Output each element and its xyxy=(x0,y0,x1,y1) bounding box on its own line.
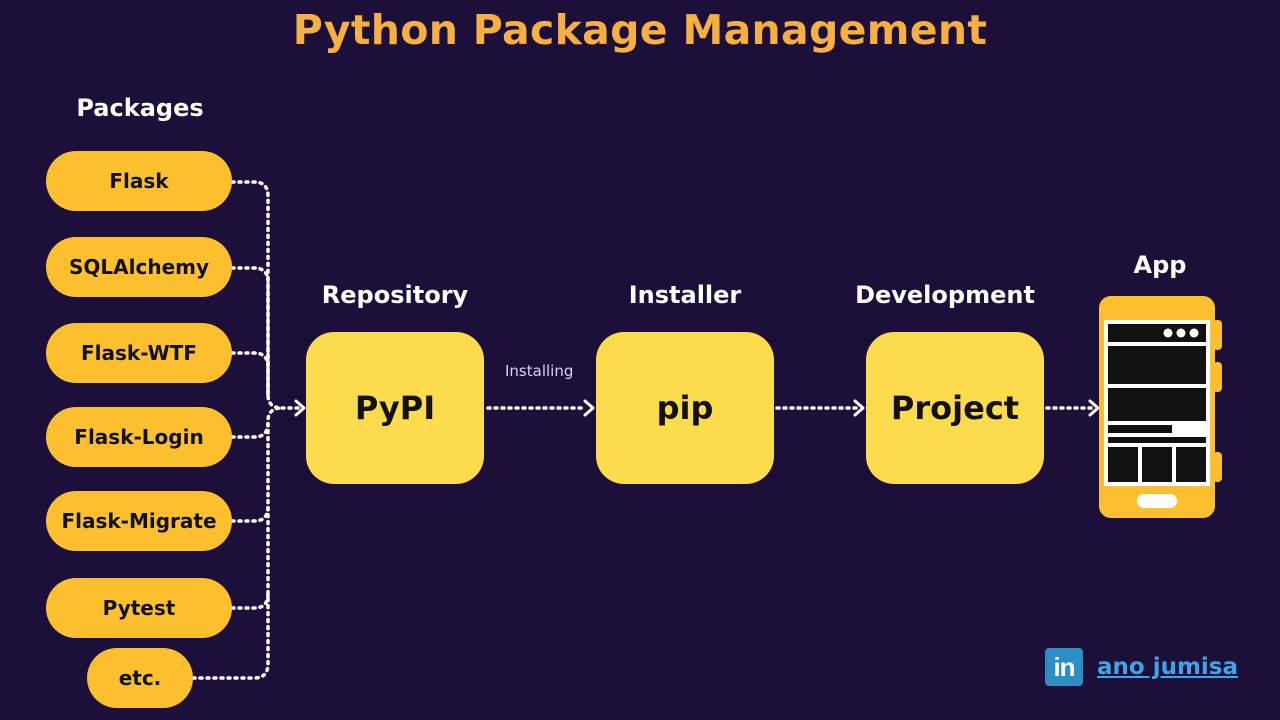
connector-flask-migrate xyxy=(230,505,270,523)
package-pytest: Pytest xyxy=(46,578,232,638)
project-box: Project xyxy=(866,332,1044,484)
arrowhead-pypi xyxy=(294,399,306,417)
connector-flask xyxy=(230,180,284,410)
package-flask: Flask xyxy=(46,151,232,211)
author-name[interactable]: ano jumisa xyxy=(1097,654,1239,680)
pip-box: pip xyxy=(596,332,774,484)
installing-label: Installing xyxy=(505,362,574,380)
pypi-box: PyPI xyxy=(306,332,484,484)
mobile-app-icon xyxy=(1099,296,1222,518)
development-heading: Development xyxy=(855,281,1035,309)
package-flask-wtf: Flask-WTF xyxy=(46,323,232,383)
app-heading: App xyxy=(1133,251,1187,279)
repository-heading: Repository xyxy=(321,281,469,309)
connector-etc xyxy=(191,406,284,680)
arrowhead-app xyxy=(1088,399,1100,417)
package-flask-login: Flask-Login xyxy=(46,407,232,467)
linkedin-icon: in xyxy=(1045,648,1083,686)
page-title: Python Package Management xyxy=(292,6,988,54)
arrowhead-pip xyxy=(583,399,595,417)
installer-heading: Installer xyxy=(628,281,742,309)
connector-sqlalchemy xyxy=(230,266,270,397)
arrowhead-project xyxy=(853,399,865,417)
package-sqlalchemy: SQLAlchemy xyxy=(46,237,232,297)
connector-flask-wtf xyxy=(230,351,270,397)
connector-flask-login xyxy=(230,421,270,439)
packages-heading: Packages xyxy=(76,94,204,122)
package-flask-migrate: Flask-Migrate xyxy=(46,491,232,551)
connector-pytest xyxy=(230,592,270,610)
package-etc: etc. xyxy=(87,648,193,708)
author-link[interactable]: in ano jumisa xyxy=(1045,648,1238,686)
